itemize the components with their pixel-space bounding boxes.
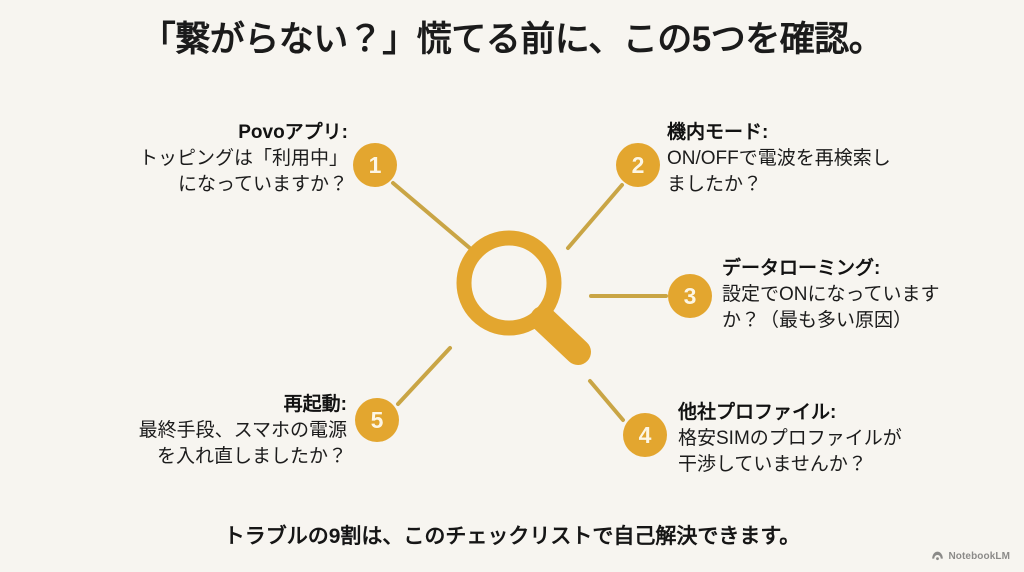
step-badge-3[interactable]: 3: [668, 274, 712, 318]
checklist-item-2-body: ON/OFFで電波を再検索し ましたか？: [667, 148, 891, 195]
watermark: NotebookLM: [931, 550, 1010, 563]
checklist-item-3: データローミング: 設定でONになっています か？（最も多い原因）: [722, 256, 1007, 333]
step-badge-4[interactable]: 4: [623, 413, 667, 457]
footer-note: トラブルの9割は、このチェックリストで自己解決できます。: [223, 525, 801, 548]
step-badge-1[interactable]: 1: [353, 143, 397, 187]
checklist-item-3-heading: データローミング:: [722, 258, 881, 279]
watermark-label: NotebookLM: [948, 551, 1010, 562]
checklist-item-2-heading: 機内モード:: [667, 122, 769, 143]
magnifier-icon: [456, 230, 591, 365]
checklist-item-1: Povoアプリ: トッピングは「利用中」 になっていますか？: [60, 120, 348, 197]
page-title: 「繋がらない？」慌てる前に、この5つを確認。: [140, 20, 884, 59]
checklist-item-4: 他社プロファイル: 格安SIMのプロファイルが 干渉していませんか？: [678, 400, 978, 477]
checklist-item-3-body: 設定でONになっています か？（最も多い原因）: [722, 284, 940, 331]
step-badge-5[interactable]: 5: [355, 398, 399, 442]
connector-line-4: [588, 379, 625, 422]
notebooklm-logo-icon: [932, 551, 944, 561]
checklist-item-2: 機内モード: ON/OFFで電波を再検索し ましたか？: [667, 120, 967, 197]
checklist-item-5-heading: 再起動:: [283, 394, 347, 415]
connector-line-2: [566, 183, 624, 250]
checklist-item-5-body: 最終手段、スマホの電源 を入れ直しましたか？: [138, 420, 347, 467]
checklist-item-1-body: トッピングは「利用中」 になっていますか？: [138, 148, 348, 195]
connector-line-5: [396, 346, 452, 406]
checklist-item-1-heading: Povoアプリ:: [238, 122, 348, 143]
checklist-item-4-heading: 他社プロファイル:: [678, 402, 837, 423]
checklist-item-4-body: 格安SIMのプロファイルが 干渉していませんか？: [678, 428, 902, 475]
checklist-item-5: 再起動: 最終手段、スマホの電源 を入れ直しましたか？: [62, 392, 347, 469]
connector-line-1: [391, 181, 480, 257]
step-badge-2[interactable]: 2: [616, 143, 660, 187]
